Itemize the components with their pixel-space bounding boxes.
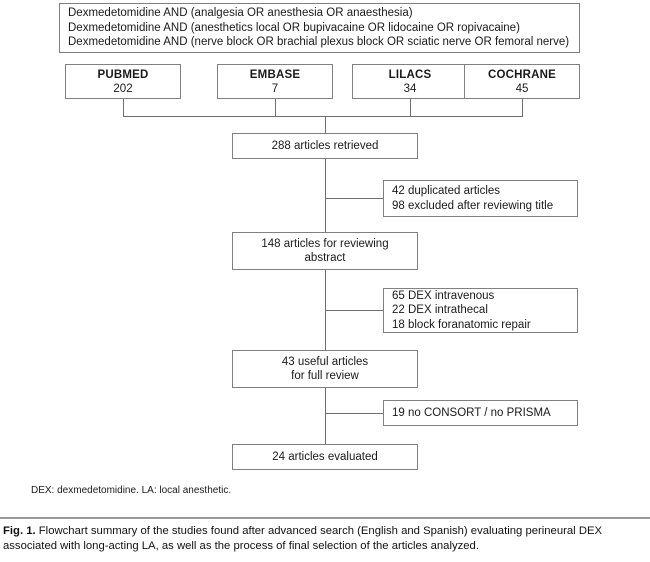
connector-branch-exclusion-2: [325, 310, 383, 311]
exclusion-after-abstract-line-2: 22 DEX intrathecal: [392, 304, 488, 317]
database-name-cochrane: COCHRANE: [487, 68, 557, 81]
database-count-pubmed: 202: [113, 82, 133, 95]
stage-evaluated-line-1: 24 articles evaluated: [272, 450, 378, 463]
database-count-lilacs: 34: [403, 82, 417, 95]
connector-retrieved-to-abstract: [325, 159, 326, 233]
connector-database-bus: [123, 116, 523, 117]
stage-box-retrieved: 288 articles retrieved: [232, 133, 418, 159]
prisma-flowchart: Dexmedetomidine AND (analgesia OR anesth…: [31, 3, 580, 496]
database-box-pubmed: PUBMED 202: [65, 64, 181, 99]
figure-caption: Fig. 1. Flowchart summary of the studies…: [3, 524, 649, 554]
search-strategy-line-1: Dexmedetomidine AND (analgesia OR anesth…: [68, 7, 413, 20]
search-strategy-line-2: Dexmedetomidine AND (anesthetics local O…: [68, 21, 520, 34]
connector-embase-drop: [275, 99, 276, 116]
connector-full-review-to-evaluated: [325, 388, 326, 445]
connector-lilacs-drop: [410, 99, 411, 116]
exclusion-box-after-abstract: 65 DEX intravenous 22 DEX intrathecal 18…: [383, 288, 578, 333]
database-box-embase: EMBASE 7: [217, 64, 333, 99]
search-strategy-box: Dexmedetomidine AND (analgesia OR anesth…: [59, 3, 580, 53]
exclusion-after-abstract-line-3: 18 block foranatomic repair: [392, 318, 531, 331]
connector-branch-exclusion-3: [325, 413, 383, 414]
stage-box-evaluated: 24 articles evaluated: [232, 444, 418, 470]
figure-footnote: DEX: dexmedetomidine. LA: local anesthet…: [31, 485, 232, 496]
exclusion-box-after-full-review: 19 no CONSORT / no PRISMA: [383, 400, 578, 426]
connector-pubmed-drop: [123, 99, 124, 116]
connector-cochrane-drop: [522, 99, 523, 116]
stage-box-abstract-review: 148 articles for reviewing abstract: [232, 232, 418, 270]
stage-full-review-line-1: 43 useful articles: [281, 355, 369, 368]
database-name-lilacs: LILACS: [388, 68, 432, 81]
figure-caption-label: Fig. 1.: [3, 525, 36, 537]
exclusion-after-retrieval-line-2: 98 excluded after reviewing title: [392, 199, 554, 212]
exclusion-box-after-retrieval: 42 duplicated articles 98 excluded after…: [383, 180, 578, 217]
caption-divider: [0, 517, 650, 519]
exclusion-after-abstract-line-1: 65 DEX intravenous: [392, 289, 495, 302]
database-count-cochrane: 45: [515, 82, 529, 95]
database-box-lilacs: LILACS 34: [352, 64, 468, 99]
search-strategy-line-3: Dexmedetomidine AND (nerve block OR brac…: [68, 36, 570, 49]
stage-full-review-line-2: for full review: [291, 370, 359, 382]
database-box-cochrane: COCHRANE 45: [464, 64, 580, 99]
database-name-pubmed: PUBMED: [97, 68, 149, 81]
connector-bus-to-retrieved: [325, 116, 326, 134]
figure-caption-text: Flowchart summary of the studies found a…: [3, 525, 603, 552]
stage-abstract-review-line-2: abstract: [304, 252, 346, 264]
database-count-embase: 7: [271, 82, 279, 95]
database-name-embase: EMBASE: [249, 68, 301, 81]
stage-retrieved-line-1: 288 articles retrieved: [271, 139, 379, 152]
stage-box-full-review: 43 useful articles for full review: [232, 350, 418, 388]
exclusion-after-retrieval-line-1: 42 duplicated articles: [392, 185, 501, 197]
connector-branch-exclusion-1: [325, 198, 383, 199]
exclusion-after-full-review-line-1: 19 no CONSORT / no PRISMA: [392, 406, 551, 419]
stage-abstract-review-line-1: 148 articles for reviewing: [261, 237, 389, 250]
